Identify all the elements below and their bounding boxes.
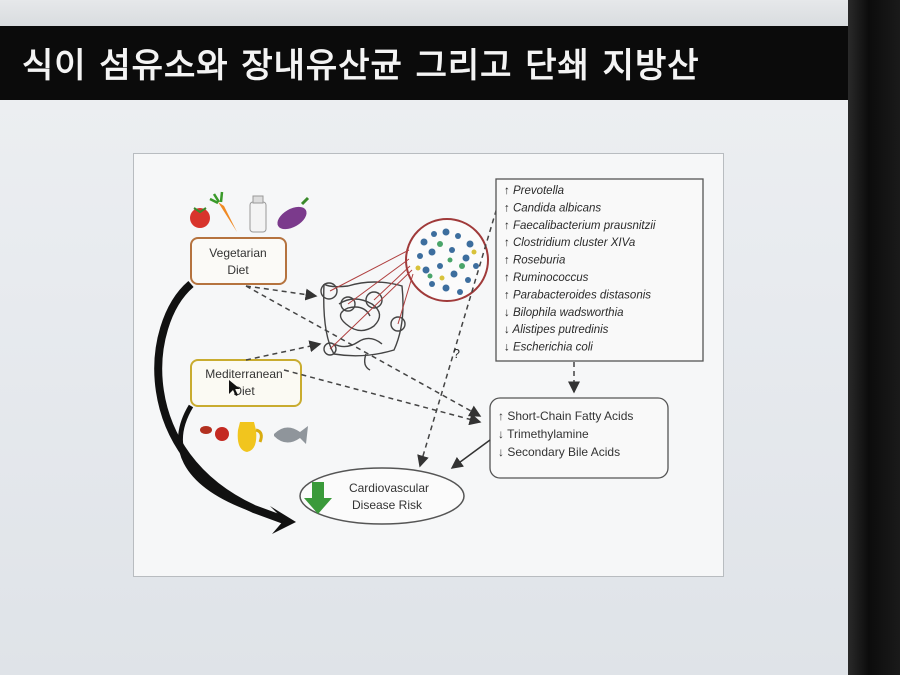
- fish-icon: [274, 426, 308, 444]
- microbiome-circle: [406, 219, 488, 301]
- metabolite-item: ↓ Secondary Bile Acids: [498, 445, 620, 459]
- olive-oil-jug-icon: [238, 422, 262, 452]
- bacteria-item: ↑ Clostridium cluster XIVa: [504, 237, 635, 249]
- tomato-icon: [190, 208, 210, 228]
- bacteria-list-box: ↑ Prevotella ↑ Candida albicans ↑ Faecalib…: [496, 179, 703, 361]
- bacteria-item: ↑ Faecalibacterium prausnitzii: [504, 220, 656, 232]
- metabolite-item: ↑ Short-Chain Fatty Acids: [498, 409, 633, 423]
- bacteria-item: ↑ Parabacteroides distasonis: [504, 289, 651, 301]
- monitor-bezel: [848, 0, 900, 675]
- metabolites-box: ↑ Short-Chain Fatty Acids ↓ Trimethylamin…: [490, 398, 668, 478]
- mediterranean-label-line1: Mediterranean: [205, 367, 282, 381]
- diet-microbiome-figure: Vegetarian Diet Mediterranean Diet: [133, 153, 724, 577]
- outcome-label-line1: Cardiovascular: [349, 481, 429, 495]
- bacteria-item: ↑ Prevotella: [504, 185, 564, 197]
- bacteria-item: ↓ Escherichia coli: [504, 342, 593, 354]
- vegetarian-food-icons: [190, 192, 310, 234]
- slide-title: 식이 섬유소와 장내유산균 그리고 단쇄 지방산: [22, 38, 700, 87]
- carrot-icon: [210, 192, 237, 232]
- vegetarian-label-line2: Diet: [227, 263, 249, 277]
- projection-screen: 식이 섬유소와 장내유산균 그리고 단쇄 지방산: [0, 0, 848, 675]
- bacteria-item: ↓ Alistipes putredinis: [504, 324, 609, 336]
- title-bar: 식이 섬유소와 장내유산균 그리고 단쇄 지방산: [0, 26, 848, 100]
- tomato-slice-icon: [200, 426, 229, 441]
- bacteria-item: ↓ Bilophila wadsworthia: [504, 307, 624, 319]
- bacteria-item: ↑ Ruminococcus: [504, 272, 589, 284]
- milk-bottle-icon: [250, 196, 266, 232]
- mediterranean-food-icons: [200, 422, 308, 452]
- mediterranean-diet-box: Mediterranean Diet: [191, 360, 301, 406]
- vegetarian-diet-box: Vegetarian Diet: [191, 238, 286, 284]
- bacteria-item: ↑ Candida albicans: [504, 202, 601, 214]
- eggplant-icon: [274, 198, 311, 234]
- mediterranean-label-line2: Diet: [233, 384, 255, 398]
- cardiovascular-risk-ellipse: Cardiovascular Disease Risk: [300, 468, 464, 524]
- vegetarian-label-line1: Vegetarian: [209, 246, 266, 260]
- bacteria-item: ↑ Roseburia: [504, 255, 565, 267]
- metabolites-to-cvd-arrow: [452, 440, 490, 468]
- screen-top-strip: [0, 0, 848, 26]
- question-mark: ?: [453, 347, 460, 361]
- figure-svg: Vegetarian Diet Mediterranean Diet: [134, 154, 723, 576]
- intestine-illustration: [321, 282, 405, 370]
- outcome-label-line2: Disease Risk: [352, 498, 423, 512]
- metabolite-item: ↓ Trimethylamine: [498, 427, 589, 441]
